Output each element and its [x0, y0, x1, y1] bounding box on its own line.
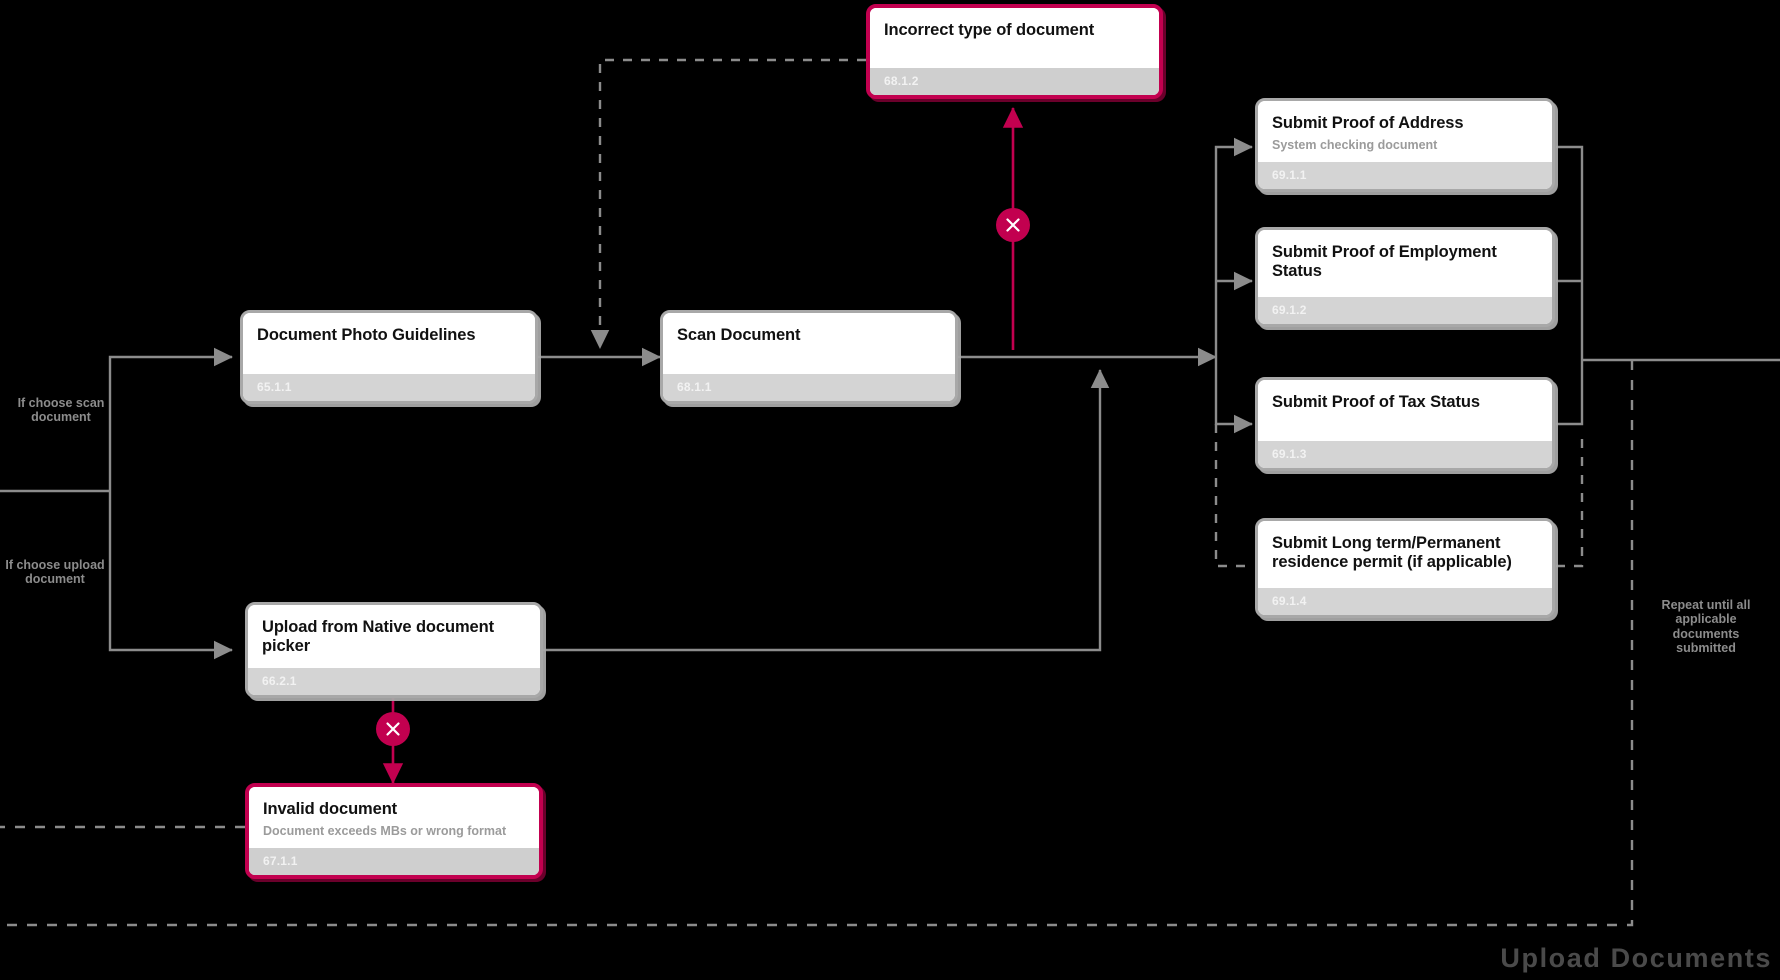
node-body: Scan Document — [663, 313, 955, 374]
edge-to-upload-branch — [108, 491, 233, 660]
node-document-photo-guidelines[interactable]: Document Photo Guidelines 65.1.1 — [240, 310, 538, 404]
close-x-icon — [386, 722, 400, 736]
node-body: Document Photo Guidelines — [243, 313, 535, 374]
node-submit-proof-of-employment-status[interactable]: Submit Proof of Employment Status 69.1.2 — [1255, 227, 1555, 327]
node-submit-proof-of-tax-status[interactable]: Submit Proof of Tax Status 69.1.3 — [1255, 377, 1555, 471]
node-id: 66.2.1 — [248, 668, 540, 695]
node-id: 65.1.1 — [243, 374, 535, 401]
edge-permit-out-dashed — [1556, 432, 1584, 568]
node-title: Submit Long term/Permanent residence per… — [1272, 534, 1512, 572]
edge-tax-out — [1556, 360, 1584, 426]
node-body: Incorrect type of document — [870, 8, 1159, 68]
node-body: Submit Long term/Permanent residence per… — [1258, 521, 1552, 588]
node-submit-proof-of-address[interactable]: Submit Proof of Address System checking … — [1255, 98, 1555, 192]
node-title: Submit Proof of Employment Status — [1272, 243, 1497, 281]
edge-hub-to-tax — [1214, 357, 1253, 434]
node-id: 69.1.4 — [1258, 588, 1552, 615]
node-title: Upload from Native document picker — [262, 618, 494, 656]
node-body: Submit Proof of Tax Status — [1258, 380, 1552, 441]
edge-label-scan-branch: If choose scan document — [17, 396, 105, 425]
node-title: Incorrect type of document — [884, 21, 1095, 39]
node-title: Document Photo Guidelines — [257, 326, 476, 344]
page-title: Upload Documents — [1500, 943, 1772, 973]
node-body: Submit Proof of Employment Status — [1258, 230, 1552, 297]
node-id: 69.1.1 — [1258, 162, 1552, 189]
node-id: 69.1.2 — [1258, 297, 1552, 324]
node-title: Scan Document — [677, 326, 801, 344]
upload-error-marker[interactable] — [376, 712, 410, 746]
node-subtitle: Document exceeds MBs or wrong format — [263, 824, 507, 839]
node-title: Invalid document — [263, 800, 398, 818]
node-title: Submit Proof of Address — [1272, 114, 1464, 132]
node-upload-from-native-document-picker[interactable]: Upload from Native document picker 66.2.… — [245, 602, 543, 698]
node-submit-residence-permit[interactable]: Submit Long term/Permanent residence per… — [1255, 518, 1555, 618]
scan-error-marker[interactable] — [996, 208, 1030, 242]
edge-to-scan-branch — [108, 347, 233, 491]
node-body: Submit Proof of Address System checking … — [1258, 101, 1552, 162]
node-subtitle: System checking document — [1272, 138, 1438, 153]
edge-label-repeat-loop: Repeat until all applicable documents su… — [1661, 598, 1751, 656]
node-incorrect-type-of-document[interactable]: Incorrect type of document 68.1.2 — [866, 4, 1163, 99]
node-id: 68.1.1 — [663, 374, 955, 401]
edge-label-upload-branch: If choose upload document — [5, 558, 105, 587]
node-scan-document[interactable]: Scan Document 68.1.1 — [660, 310, 958, 404]
node-id: 67.1.1 — [249, 848, 539, 875]
node-body: Invalid document Document exceeds MBs or… — [249, 787, 539, 848]
edge-hub-trunk-up — [1214, 137, 1253, 357]
node-title: Submit Proof of Tax Status — [1272, 393, 1480, 411]
node-invalid-document[interactable]: Invalid document Document exceeds MBs or… — [245, 783, 543, 879]
close-x-icon — [1006, 218, 1020, 232]
edge-incorrect-type-feedback-dashed — [590, 58, 866, 349]
node-id: 69.1.3 — [1258, 441, 1552, 468]
edge-hub-to-permit-dashed — [1214, 424, 1252, 568]
node-body: Upload from Native document picker — [248, 605, 540, 668]
edge-address-out — [1556, 145, 1584, 360]
node-id: 68.1.2 — [870, 68, 1159, 95]
edge-upload-to-hub — [543, 369, 1110, 652]
